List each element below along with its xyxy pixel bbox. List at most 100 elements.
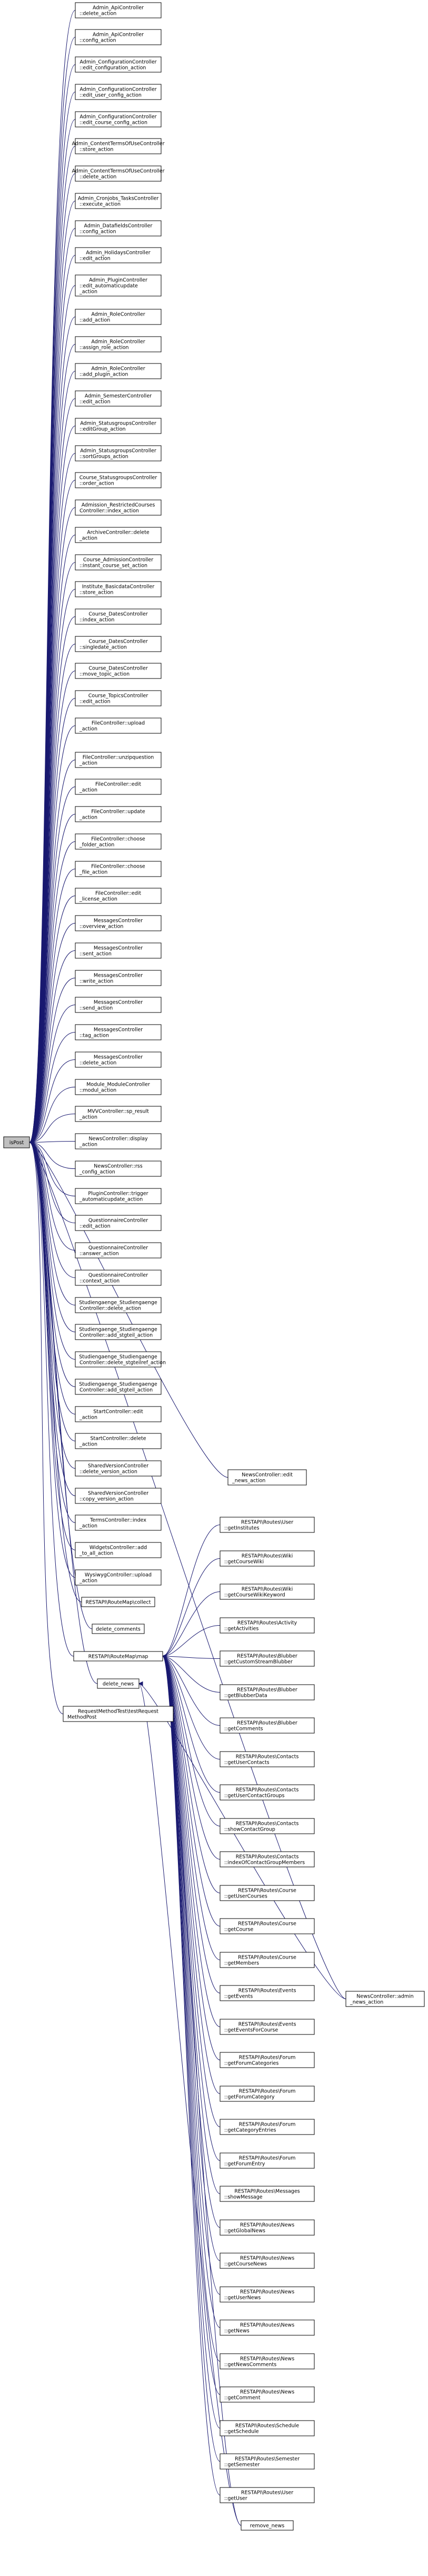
graph-node[interactable]: Studiengaenge_StudiengaengeController::a… bbox=[75, 1324, 162, 1340]
graph-node[interactable]: Admin_SemesterController::edit_action bbox=[75, 390, 162, 407]
graph-node[interactable]: ArchiveController::delete_action bbox=[75, 527, 162, 543]
graph-node[interactable]: RESTAPI\Routes\Blubber::getCustomStreamB… bbox=[220, 1650, 315, 1667]
graph-node[interactable]: StartController::delete_action bbox=[75, 1433, 162, 1449]
graph-node[interactable]: RESTAPI\Routes\News::getUserNews bbox=[220, 2286, 315, 2303]
graph-node[interactable]: SharedVersionController::delete_version_… bbox=[75, 1460, 162, 1477]
graph-node[interactable]: FileController::upload_action bbox=[75, 717, 162, 734]
graph-node[interactable]: NewsController::rss_config_action bbox=[75, 1161, 162, 1177]
graph-node[interactable]: Admin_StatusgroupsController::editGroup_… bbox=[75, 418, 162, 434]
graph-node[interactable]: Studiengaenge_StudiengaengeController::d… bbox=[75, 1297, 162, 1313]
graph-node[interactable]: PluginController::trigger_automaticupdat… bbox=[75, 1188, 162, 1204]
graph-node[interactable]: RESTAPI\Routes\News::getGlobalNews bbox=[220, 2219, 315, 2236]
graph-node[interactable]: Admin_ContentTermsOfUseController::store… bbox=[72, 138, 165, 154]
graph-node[interactable]: NewsController::display_action bbox=[75, 1133, 162, 1149]
graph-node[interactable]: MessagesController::tag_action bbox=[75, 1024, 162, 1040]
graph-node[interactable]: RESTAPI\Routes\Forum::getForumEntry bbox=[220, 2152, 315, 2169]
node-label: RESTAPI\Routes\User bbox=[241, 2490, 293, 2496]
graph-node[interactable]: Admin_ApiController::delete_action bbox=[75, 2, 162, 18]
node-label: ::getUser bbox=[224, 2496, 247, 2502]
graph-node[interactable]: RESTAPI\RouteMap\collect bbox=[81, 1597, 155, 1607]
graph-node[interactable]: RESTAPI\RouteMap\map bbox=[73, 1651, 163, 1661]
graph-node[interactable]: Course_TopicsController::edit_action bbox=[75, 690, 162, 706]
graph-node[interactable]: MVVController::sp_result_action bbox=[75, 1106, 162, 1122]
graph-node[interactable]: Admin_PluginController::edit_automaticup… bbox=[75, 274, 162, 297]
graph-node[interactable]: Admin_RoleController::add_action bbox=[75, 309, 162, 325]
graph-node[interactable]: RESTAPI\Routes\Contacts::indexOfContactG… bbox=[220, 1851, 315, 1867]
graph-node[interactable]: FileController::update_action bbox=[75, 806, 162, 822]
graph-node[interactable]: MessagesController::write_action bbox=[75, 970, 162, 986]
graph-node[interactable]: RESTAPI\Routes\Forum::getCategoryEntries bbox=[220, 2119, 315, 2135]
graph-node[interactable]: Course_StatusgroupsController::order_act… bbox=[75, 472, 162, 488]
graph-node[interactable]: FileController::choose_folder_action bbox=[75, 833, 162, 850]
graph-node[interactable]: MessagesController::overview_action bbox=[75, 915, 162, 931]
graph-node[interactable]: Institute_BasicdataController::store_act… bbox=[75, 581, 162, 597]
graph-node[interactable]: WidgetsController::add_to_all_action bbox=[75, 1542, 162, 1558]
graph-node[interactable]: FileController::edit_action bbox=[75, 779, 162, 795]
graph-node[interactable]: Course_DatesController::singledate_actio… bbox=[75, 636, 162, 652]
graph-node[interactable]: RESTAPI\Routes\Contacts::getUserContactG… bbox=[220, 1784, 315, 1801]
graph-node[interactable]: RESTAPI\Routes\User::getInstitutes bbox=[220, 1517, 315, 1533]
focus-node-isPost[interactable]: isPost bbox=[3, 1136, 30, 1148]
graph-node[interactable]: RESTAPI\Routes\Wiki::getCourseWikiKeywor… bbox=[220, 1584, 315, 1600]
graph-node[interactable]: Course_DatesController::move_topic_actio… bbox=[75, 663, 162, 679]
graph-node[interactable]: Admin_RoleController::assign_role_action bbox=[75, 336, 162, 352]
graph-node[interactable]: delete_comments bbox=[92, 1624, 145, 1634]
graph-node[interactable]: Admin_DatafieldsController::config_actio… bbox=[75, 220, 162, 237]
graph-node[interactable]: delete_news bbox=[97, 1678, 140, 1689]
graph-node[interactable]: FileController::choose_file_action bbox=[75, 861, 162, 877]
graph-node[interactable]: remove_news bbox=[241, 2520, 294, 2531]
graph-node[interactable]: RESTAPI\Routes\Contacts::getUserContacts bbox=[220, 1751, 315, 1767]
graph-node[interactable]: Admin_ContentTermsOfUseController::delet… bbox=[72, 165, 165, 182]
graph-node[interactable]: FileController::edit_license_action bbox=[75, 888, 162, 904]
graph-node[interactable]: SharedVersionController::copy_version_ac… bbox=[75, 1488, 162, 1504]
graph-node[interactable]: RESTAPI\Routes\News::getNewsComments bbox=[220, 2353, 315, 2369]
graph-node[interactable]: Studiengaenge_StudiengaengeController::a… bbox=[75, 1379, 162, 1395]
graph-node[interactable]: MessagesController::delete_action bbox=[75, 1051, 162, 1068]
node-label: Institute_BasicdataController bbox=[82, 584, 155, 590]
graph-node[interactable]: RESTAPI\Routes\Blubber::getComments bbox=[220, 1717, 315, 1734]
graph-node[interactable]: Admin_RoleController::add_plugin_action bbox=[75, 363, 162, 379]
graph-node[interactable]: RESTAPI\Routes\News::getNews bbox=[220, 2319, 315, 2336]
graph-node[interactable]: RESTAPI\Routes\Events::getEventsForCours… bbox=[220, 2019, 315, 2035]
graph-node[interactable]: RESTAPI\Routes\News::getComment bbox=[220, 2386, 315, 2403]
graph-node[interactable]: Admin_ConfigurationController::edit_user… bbox=[75, 84, 162, 100]
graph-node[interactable]: Admission_RestrictedCoursesController::i… bbox=[75, 499, 162, 516]
graph-node[interactable]: RESTAPI\Routes\Semester::getSemester bbox=[220, 2453, 315, 2470]
graph-node[interactable]: RESTAPI\Routes\News::getCourseNews bbox=[220, 2253, 315, 2269]
graph-node[interactable]: Admin_ConfigurationController::edit_conf… bbox=[75, 56, 162, 73]
graph-node[interactable]: RESTAPI\Routes\Wiki::getCourseWiki bbox=[220, 1550, 315, 1567]
graph-node[interactable]: RESTAPI\Routes\Activity::getActivities bbox=[220, 1617, 315, 1634]
graph-node[interactable]: Course_DatesController::index_action bbox=[75, 608, 162, 625]
graph-node[interactable]: RESTAPI\Routes\Messages::showMessage bbox=[220, 2186, 315, 2202]
graph-node[interactable]: RESTAPI\Routes\Blubber::getBlubberData bbox=[220, 1684, 315, 1700]
graph-node[interactable]: StartController::edit_action bbox=[75, 1406, 162, 1422]
graph-node[interactable]: RESTAPI\Routes\Course::getMembers bbox=[220, 1952, 315, 1968]
graph-node[interactable]: Course_AdmissionController::instant_cour… bbox=[75, 554, 162, 571]
graph-node[interactable]: RESTAPI\Routes\Forum::getForumCategories bbox=[220, 2052, 315, 2068]
graph-node[interactable]: RESTAPI\Routes\Forum::getForumCategory bbox=[220, 2086, 315, 2102]
graph-node[interactable]: Admin_ConfigurationController::edit_cour… bbox=[75, 111, 162, 127]
graph-node[interactable]: RESTAPI\Routes\Schedule::getSchedule bbox=[220, 2420, 315, 2436]
graph-node[interactable]: FileController::unzipquestion_action bbox=[75, 752, 162, 768]
graph-node[interactable]: Admin_ApiController::config_action bbox=[75, 29, 162, 45]
graph-node[interactable]: Studiengaenge_StudiengaengeController::d… bbox=[75, 1351, 166, 1368]
graph-node[interactable]: NewsController::admin_news_action bbox=[345, 1991, 425, 2007]
graph-node[interactable]: QuestionnaireController::edit_action bbox=[75, 1215, 162, 1231]
graph-node[interactable]: TermsController::index_action bbox=[75, 1515, 162, 1531]
graph-node[interactable]: QuestionnaireController::answer_action bbox=[75, 1242, 162, 1258]
graph-node[interactable]: WysiwygController::upload_action bbox=[75, 1569, 162, 1586]
graph-node[interactable]: NewsController::edit_news_action bbox=[227, 1469, 307, 1486]
graph-node[interactable]: RESTAPI\Routes\Contacts::showContactGrou… bbox=[220, 1818, 315, 1834]
graph-node[interactable]: MessagesController::send_action bbox=[75, 997, 162, 1013]
graph-node[interactable]: Admin_HolidaysController::edit_action bbox=[75, 247, 162, 263]
graph-node[interactable]: MessagesController::sent_action bbox=[75, 942, 162, 959]
graph-node[interactable]: RESTAPI\Routes\Course::getCourse bbox=[220, 1918, 315, 1934]
graph-node[interactable]: RESTAPI\Routes\Course::getUserCourses bbox=[220, 1885, 315, 1901]
graph-node[interactable]: Admin_StatusgroupsController::sortGroups… bbox=[75, 445, 162, 461]
graph-node[interactable]: Module_ModuleController::modul_action bbox=[75, 1079, 162, 1095]
graph-node[interactable]: QuestionnaireController::context_action bbox=[75, 1270, 162, 1286]
graph-node[interactable]: RESTAPI\Routes\Events::getEvents bbox=[220, 1985, 315, 2001]
graph-node[interactable]: Admin_Cronjobs_TasksController::execute_… bbox=[75, 193, 162, 209]
graph-node[interactable]: RESTAPI\Routes\User::getUser bbox=[220, 2487, 315, 2503]
